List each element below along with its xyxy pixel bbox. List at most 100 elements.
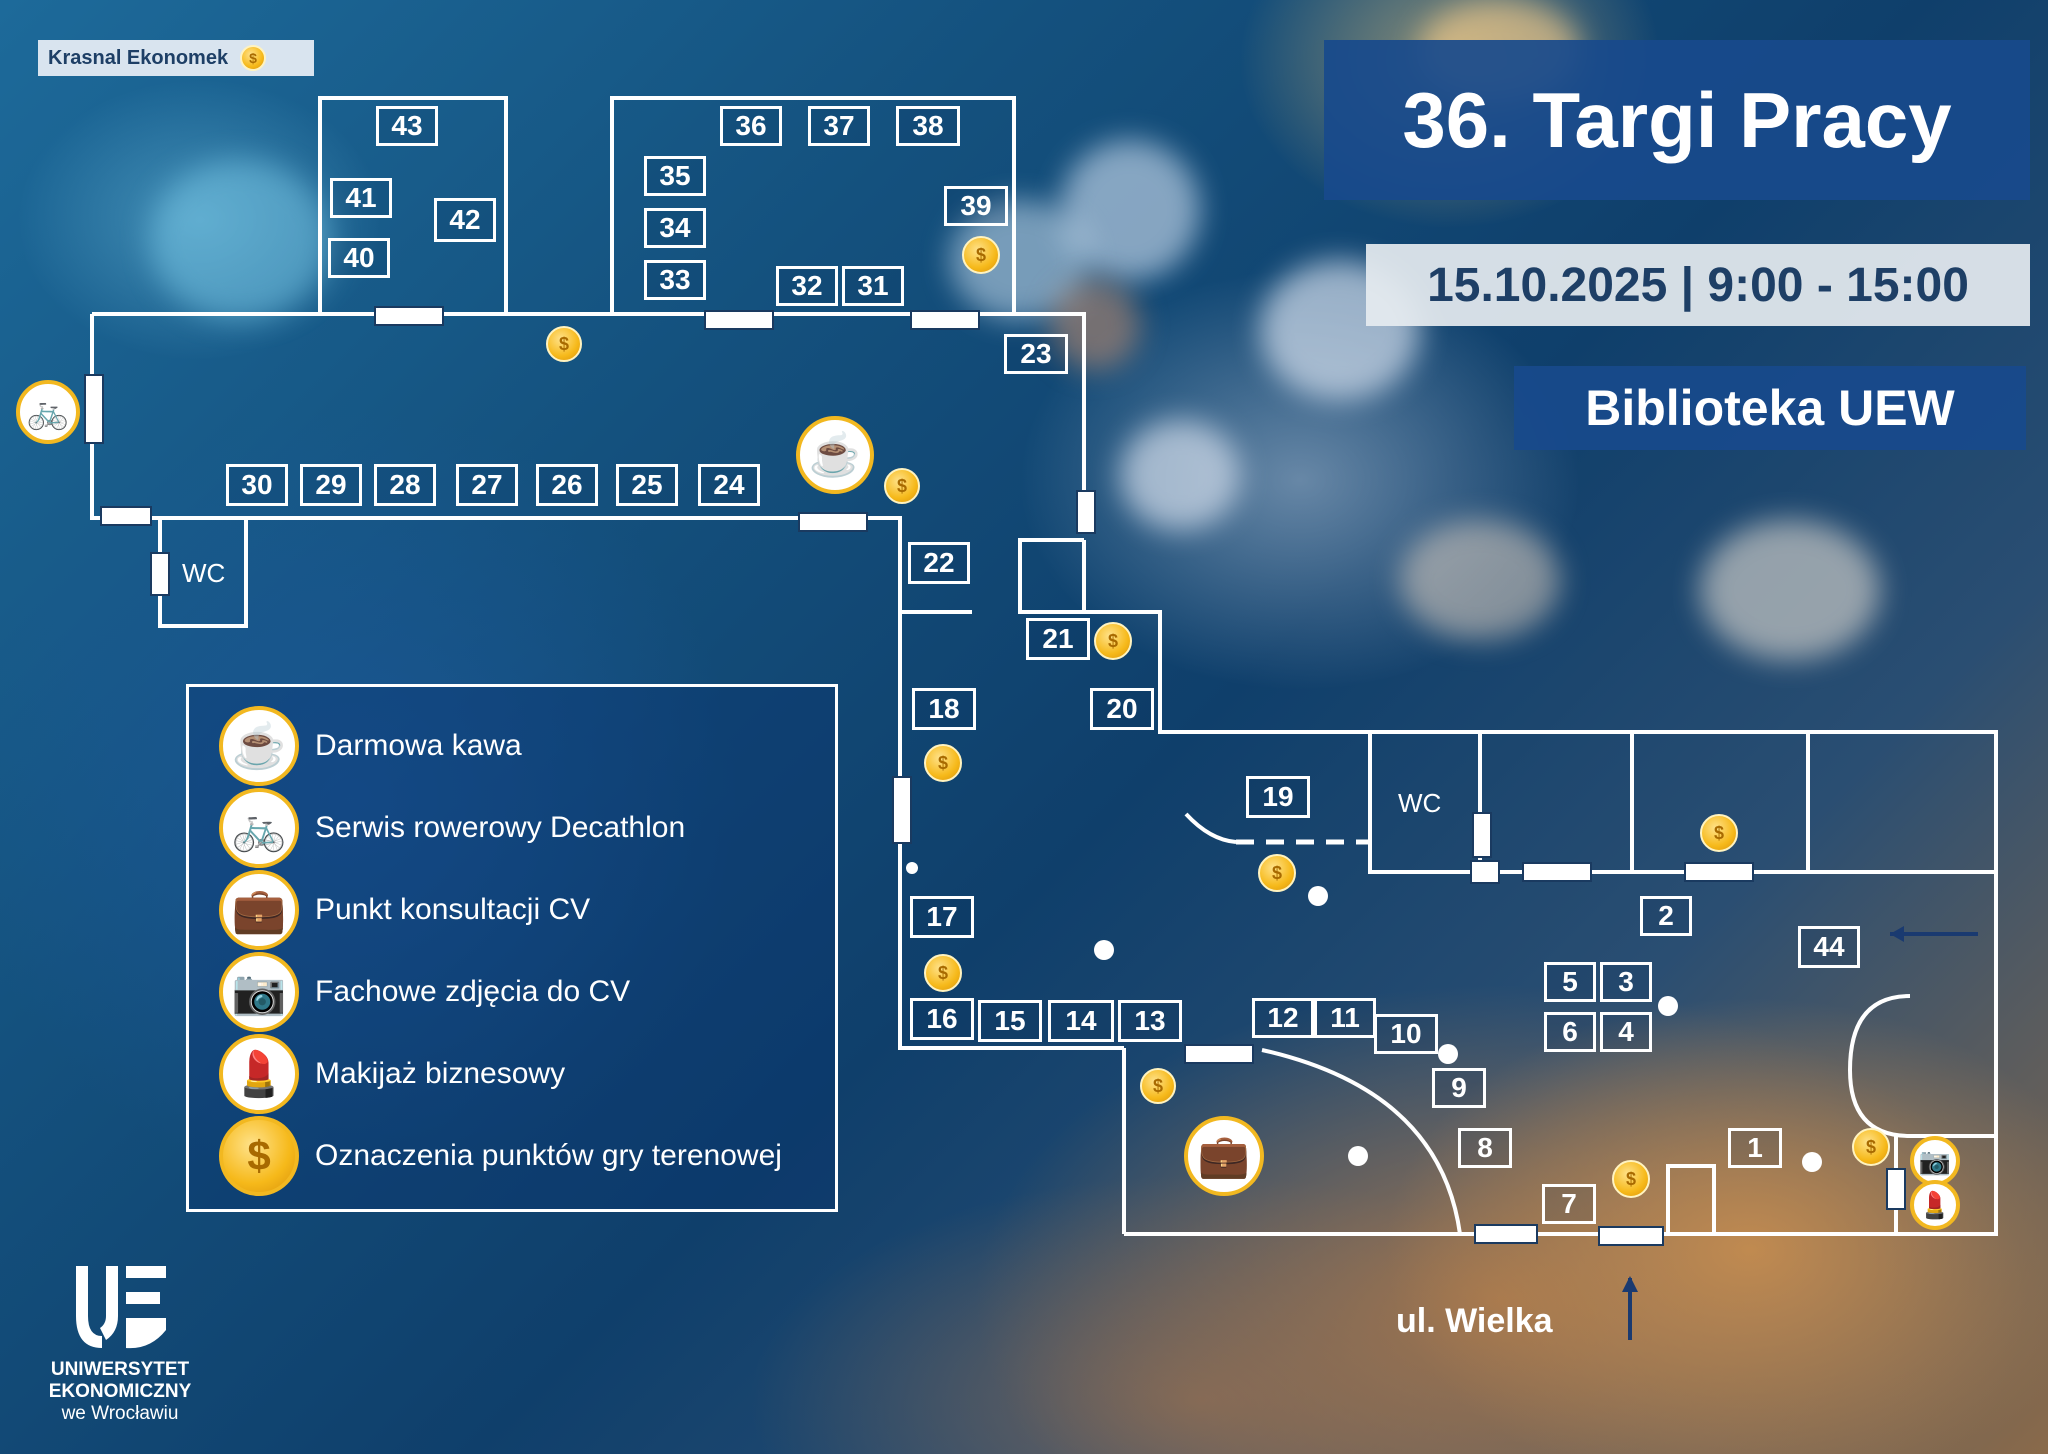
door: [1474, 1224, 1538, 1244]
legend-label: Darmowa kawa: [315, 729, 522, 762]
door: [1470, 860, 1500, 884]
booth-34[interactable]: 34: [644, 208, 706, 248]
briefcase-icon: 💼: [219, 870, 299, 950]
page-title: 36. Targi Pracy: [1324, 40, 2030, 200]
event-venue: Biblioteka UEW: [1514, 366, 2026, 450]
booth-32[interactable]: 32: [776, 266, 838, 306]
booth-22[interactable]: 22: [908, 542, 970, 584]
booth-36[interactable]: 36: [720, 106, 782, 146]
door: [1472, 812, 1492, 858]
booth-23[interactable]: 23: [1004, 334, 1068, 374]
dollar-coin-icon[interactable]: $: [1700, 814, 1738, 852]
dollar-coin-icon[interactable]: $: [884, 468, 920, 504]
dollar-coin-icon[interactable]: $: [546, 326, 582, 362]
dollar-coin-icon[interactable]: $: [924, 954, 962, 992]
legend-item-makeup: 💄 Makijaż biznesowy: [219, 1033, 565, 1115]
dollar-coin-icon[interactable]: $: [1258, 854, 1296, 892]
booth-1[interactable]: 1: [1728, 1128, 1782, 1168]
legend-item-coffee: ☕ Darmowa kawa: [219, 705, 522, 787]
university-logo-mark: [76, 1266, 166, 1349]
door: [1076, 490, 1096, 534]
booth-11[interactable]: 11: [1314, 998, 1376, 1038]
event-date-time: 15.10.2025 | 9:00 - 15:00: [1366, 244, 2030, 326]
booth-31[interactable]: 31: [842, 266, 904, 306]
legend-item-bike: 🚲 Serwis rowerowy Decathlon: [219, 787, 685, 869]
booth-26[interactable]: 26: [536, 464, 598, 506]
door: [798, 512, 868, 532]
booth-25[interactable]: 25: [616, 464, 678, 506]
booth-42[interactable]: 42: [434, 198, 496, 242]
booth-10[interactable]: 10: [1374, 1014, 1438, 1054]
marker-dot: [1438, 1044, 1458, 1064]
legend-label: Makijaż biznesowy: [315, 1057, 566, 1090]
booth-7[interactable]: 7: [1542, 1184, 1596, 1224]
booth-43[interactable]: 43: [376, 106, 438, 146]
booth-38[interactable]: 38: [896, 106, 960, 146]
bicycle-icon[interactable]: 🚲: [16, 380, 80, 444]
booth-5[interactable]: 5: [1544, 962, 1596, 1002]
marker-dot: [1308, 886, 1328, 906]
booth-35[interactable]: 35: [644, 156, 706, 196]
booth-8[interactable]: 8: [1458, 1128, 1512, 1168]
booth-27[interactable]: 27: [456, 464, 518, 506]
booth-30[interactable]: 30: [226, 464, 288, 506]
booth-44[interactable]: 44: [1798, 926, 1860, 968]
legend: ☕ Darmowa kawa 🚲 Serwis rowerowy Decathl…: [186, 684, 838, 1212]
booth-28[interactable]: 28: [374, 464, 436, 506]
dollar-coin-icon[interactable]: $: [1094, 622, 1132, 660]
marker-dot: [1802, 1152, 1822, 1172]
door: [84, 374, 104, 444]
booth-17[interactable]: 17: [910, 896, 974, 938]
booth-24[interactable]: 24: [698, 464, 760, 506]
booth-33[interactable]: 33: [644, 260, 706, 300]
booth-29[interactable]: 29: [300, 464, 362, 506]
dollar-coin-icon[interactable]: $: [924, 744, 962, 782]
door: [100, 506, 152, 526]
dollar-coin-icon[interactable]: $: [1852, 1128, 1890, 1166]
booth-18[interactable]: 18: [912, 688, 976, 730]
camera-icon: 📷: [219, 952, 299, 1032]
booth-15[interactable]: 15: [978, 1000, 1042, 1042]
booth-12[interactable]: 12: [1252, 998, 1314, 1038]
booth-4[interactable]: 4: [1600, 1012, 1652, 1052]
dollar-coin-icon[interactable]: $: [1612, 1160, 1650, 1198]
door: [704, 310, 774, 330]
dollar-coin-icon: $: [240, 45, 267, 71]
wc-left-label: WC: [182, 558, 226, 588]
booth-20[interactable]: 20: [1090, 688, 1154, 730]
booth-41[interactable]: 41: [330, 178, 392, 218]
legend-label: Serwis rowerowy Decathlon: [315, 811, 686, 844]
logo-line1: UNIWERSYTET: [50, 1359, 190, 1380]
booth-40[interactable]: 40: [328, 238, 390, 278]
booth-37[interactable]: 37: [808, 106, 870, 146]
booth-21[interactable]: 21: [1026, 618, 1090, 660]
legend-label: Fachowe zdjęcia do CV: [315, 975, 631, 1008]
booth-9[interactable]: 9: [1432, 1068, 1486, 1108]
legend-label: Punkt konsultacji CV: [315, 893, 591, 926]
booth-14[interactable]: 14: [1048, 1000, 1114, 1042]
wc-right-label: WC: [1398, 788, 1442, 818]
door: [910, 310, 980, 330]
booth-19[interactable]: 19: [1246, 776, 1310, 818]
coffee-cup-icon[interactable]: ☕: [796, 416, 874, 494]
legend-item-cv: 💼 Punkt konsultacji CV: [219, 869, 590, 951]
door: [1886, 1168, 1906, 1210]
marker-dot: [1658, 996, 1678, 1016]
booth-6[interactable]: 6: [1544, 1012, 1596, 1052]
marker-dot: [906, 862, 918, 874]
bicycle-icon: 🚲: [219, 788, 299, 868]
makeup-icon[interactable]: 💄: [1910, 1180, 1960, 1230]
camera-icon[interactable]: 📷: [1910, 1136, 1960, 1186]
booth-2[interactable]: 2: [1640, 896, 1692, 936]
booth-16[interactable]: 16: [910, 998, 974, 1040]
briefcase-icon[interactable]: 💼: [1184, 1116, 1264, 1196]
dollar-coin-icon[interactable]: $: [962, 236, 1000, 274]
dollar-coin-icon[interactable]: $: [1140, 1068, 1176, 1104]
booth-13[interactable]: 13: [1118, 1000, 1182, 1042]
legend-item-photo: 📷 Fachowe zdjęcia do CV: [219, 951, 630, 1033]
booth-39[interactable]: 39: [944, 186, 1008, 226]
door: [374, 306, 444, 326]
makeup-icon: 💄: [219, 1034, 299, 1114]
booth-3[interactable]: 3: [1600, 962, 1652, 1002]
